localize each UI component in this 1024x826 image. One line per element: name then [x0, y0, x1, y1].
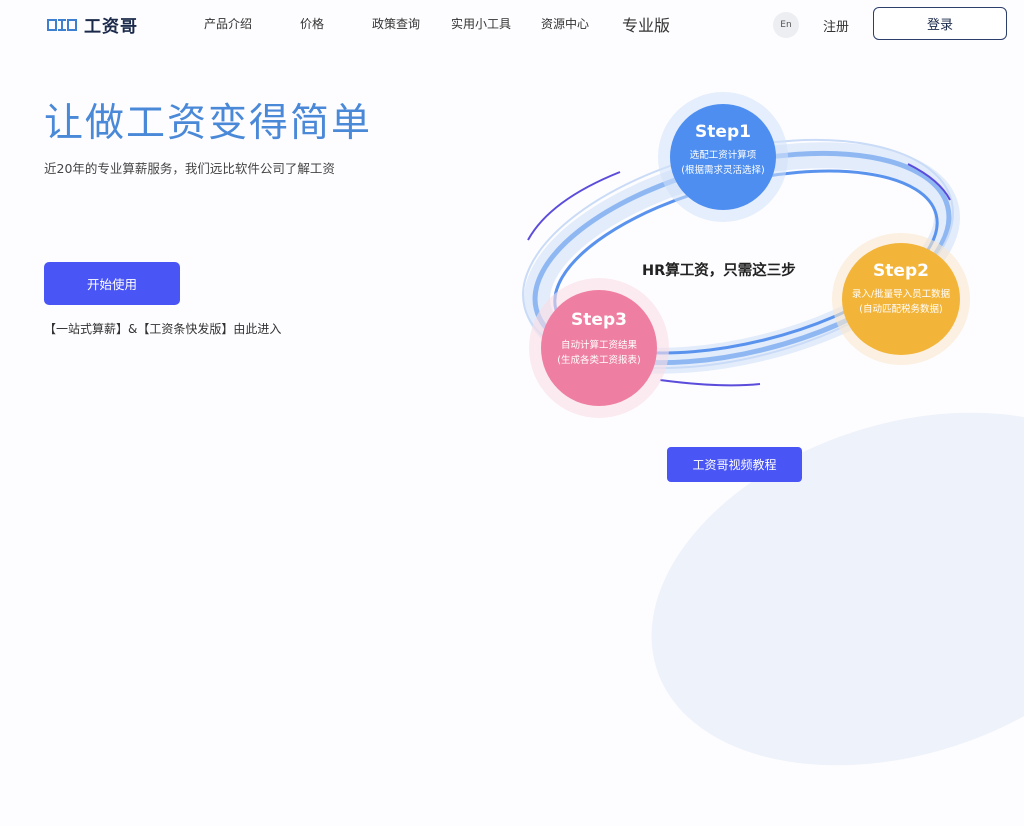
start-button[interactable]: 开始使用: [44, 262, 180, 305]
step3-line2: (生成各类工资报表): [557, 355, 641, 366]
entry-note: 【一站式算薪】&【工资条快发版】由此进入: [44, 322, 282, 336]
language-switch[interactable]: En: [773, 12, 799, 38]
step1-circle: Step1 选配工资计算项 (根据需求灵活选择): [670, 104, 776, 210]
nav-policy-search[interactable]: 政策查询: [372, 17, 421, 31]
top-navbar: 工资哥 产品介绍 价格 政策查询 实用小工具 资源中心 专业版 En 注册 登录: [0, 0, 1024, 50]
step1-title: Step1: [695, 122, 751, 142]
nav-tools[interactable]: 实用小工具: [451, 17, 512, 31]
logo[interactable]: 工资哥: [46, 12, 138, 37]
logo-icon: [47, 18, 77, 31]
step1-line2: (根据需求灵活选择): [681, 165, 765, 176]
step2-line2: (自动匹配税务数据): [859, 304, 943, 315]
hero-subtitle: 近20年的专业算薪服务，我们远比软件公司了解工资: [44, 161, 335, 176]
login-button[interactable]: 登录: [873, 7, 1007, 40]
step1-line1: 选配工资计算项: [689, 150, 757, 161]
register-link[interactable]: 注册: [823, 20, 850, 35]
nav-product-intro[interactable]: 产品介绍: [204, 17, 253, 31]
nav-resources[interactable]: 资源中心: [541, 17, 590, 31]
step3-line1: 自动计算工资结果: [560, 340, 637, 351]
nav-pro-edition[interactable]: 专业版: [622, 16, 671, 35]
video-tutorial-button[interactable]: 工资哥视频教程: [667, 447, 802, 482]
step3-circle: Step3 自动计算工资结果 (生成各类工资报表): [541, 290, 657, 406]
nav-pricing[interactable]: 价格: [300, 17, 325, 31]
step2-line1: 录入/批量导入员工数据: [851, 289, 951, 300]
step2-circle: Step2 录入/批量导入员工数据 (自动匹配税务数据): [842, 243, 960, 355]
hero-title: 让做工资变得简单: [44, 101, 373, 146]
step2-title: Step2: [873, 261, 929, 281]
logo-text: 工资哥: [84, 17, 138, 37]
diagram-center-text: HR算工资，只需这三步: [642, 263, 796, 279]
step3-title: Step3: [571, 310, 627, 330]
